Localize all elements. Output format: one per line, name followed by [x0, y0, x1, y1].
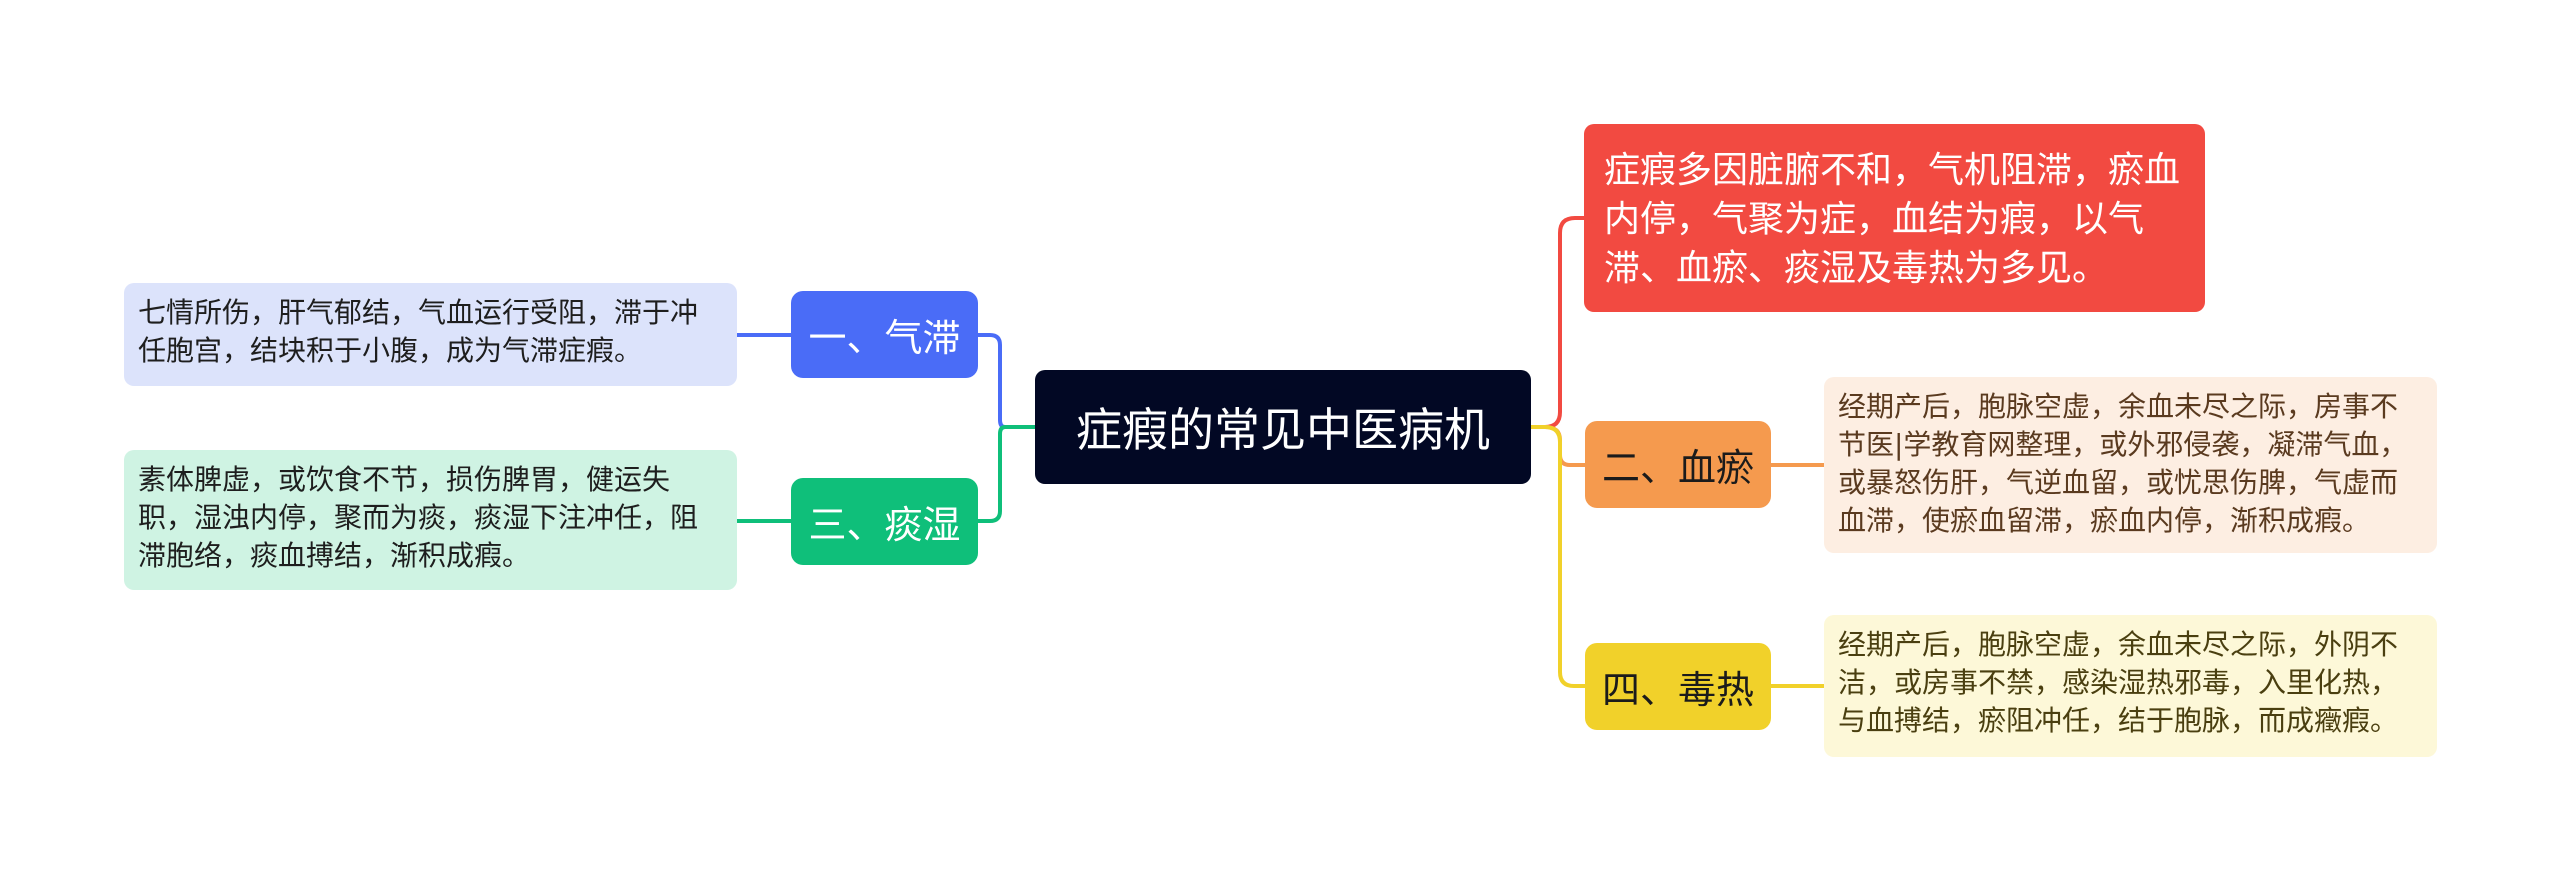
root-label: 症瘕的常见中医病机: [1076, 403, 1490, 457]
detail-tanshi-text: 素体脾虚，或饮食不节，损伤脾胃，健运失职，湿浊内停，聚而为痰，痰湿下注冲任，阻滞…: [138, 463, 699, 572]
root-node[interactable]: 症瘕的常见中医病机: [1035, 370, 1531, 484]
detail-qizhi-text: 七情所伤，肝气郁结，气血运行受阻，滞于冲任胞宫，结块积于小腹，成为气滞症瘕。: [138, 296, 699, 367]
branch-tanshi-label: 三、痰湿: [808, 503, 961, 547]
link-root-to-qizhi: [978, 333, 1035, 429]
link-root-to-top: [1531, 216, 1584, 429]
link-root-to-reheat: [1531, 425, 1585, 688]
summary-text: 症瘕多因脏腑不和，气机阻滞，瘀血内停，气聚为症，血结为瘕，以气滞、血瘀、痰湿及毒…: [1604, 150, 2181, 289]
link-root-to-tanshi: [978, 425, 1035, 523]
detail-qizhi[interactable]: 七情所伤，肝气郁结，气血运行受阻，滞于冲任胞宫，结块积于小腹，成为气滞症瘕。: [124, 283, 737, 386]
detail-tanshi[interactable]: 素体脾虚，或饮食不节，损伤脾胃，健运失职，湿浊内停，聚而为痰，痰湿下注冲任，阻滞…: [124, 450, 737, 590]
detail-xueyu-text: 经期产后，胞脉空虚，余血未尽之际，房事不节医|学教育网整理，或外邪侵袭，凝滞气血…: [1838, 390, 2408, 537]
branch-xueyu-label: 二、血瘀: [1601, 446, 1754, 490]
branch-qizhi-label: 一、气滞: [808, 316, 961, 360]
branch-reheat[interactable]: 四、毒热: [1585, 643, 1771, 730]
branch-reheat-label: 四、毒热: [1601, 668, 1754, 712]
branch-qizhi[interactable]: 一、气滞: [791, 291, 978, 378]
detail-reheat-text: 经期产后，胞脉空虚，余血未尽之际，外阴不洁，或房事不禁，感染湿热邪毒，入里化热，…: [1838, 628, 2399, 737]
detail-xueyu[interactable]: 经期产后，胞脉空虚，余血未尽之际，房事不节医|学教育网整理，或外邪侵袭，凝滞气血…: [1824, 377, 2437, 553]
summary-node[interactable]: 症瘕多因脏腑不和，气机阻滞，瘀血内停，气聚为症，血结为瘕，以气滞、血瘀、痰湿及毒…: [1584, 124, 2205, 312]
detail-reheat[interactable]: 经期产后，胞脉空虚，余血未尽之际，外阴不洁，或房事不禁，感染湿热邪毒，入里化热，…: [1824, 615, 2437, 757]
branch-xueyu[interactable]: 二、血瘀: [1585, 421, 1771, 508]
branch-tanshi[interactable]: 三、痰湿: [791, 478, 978, 565]
